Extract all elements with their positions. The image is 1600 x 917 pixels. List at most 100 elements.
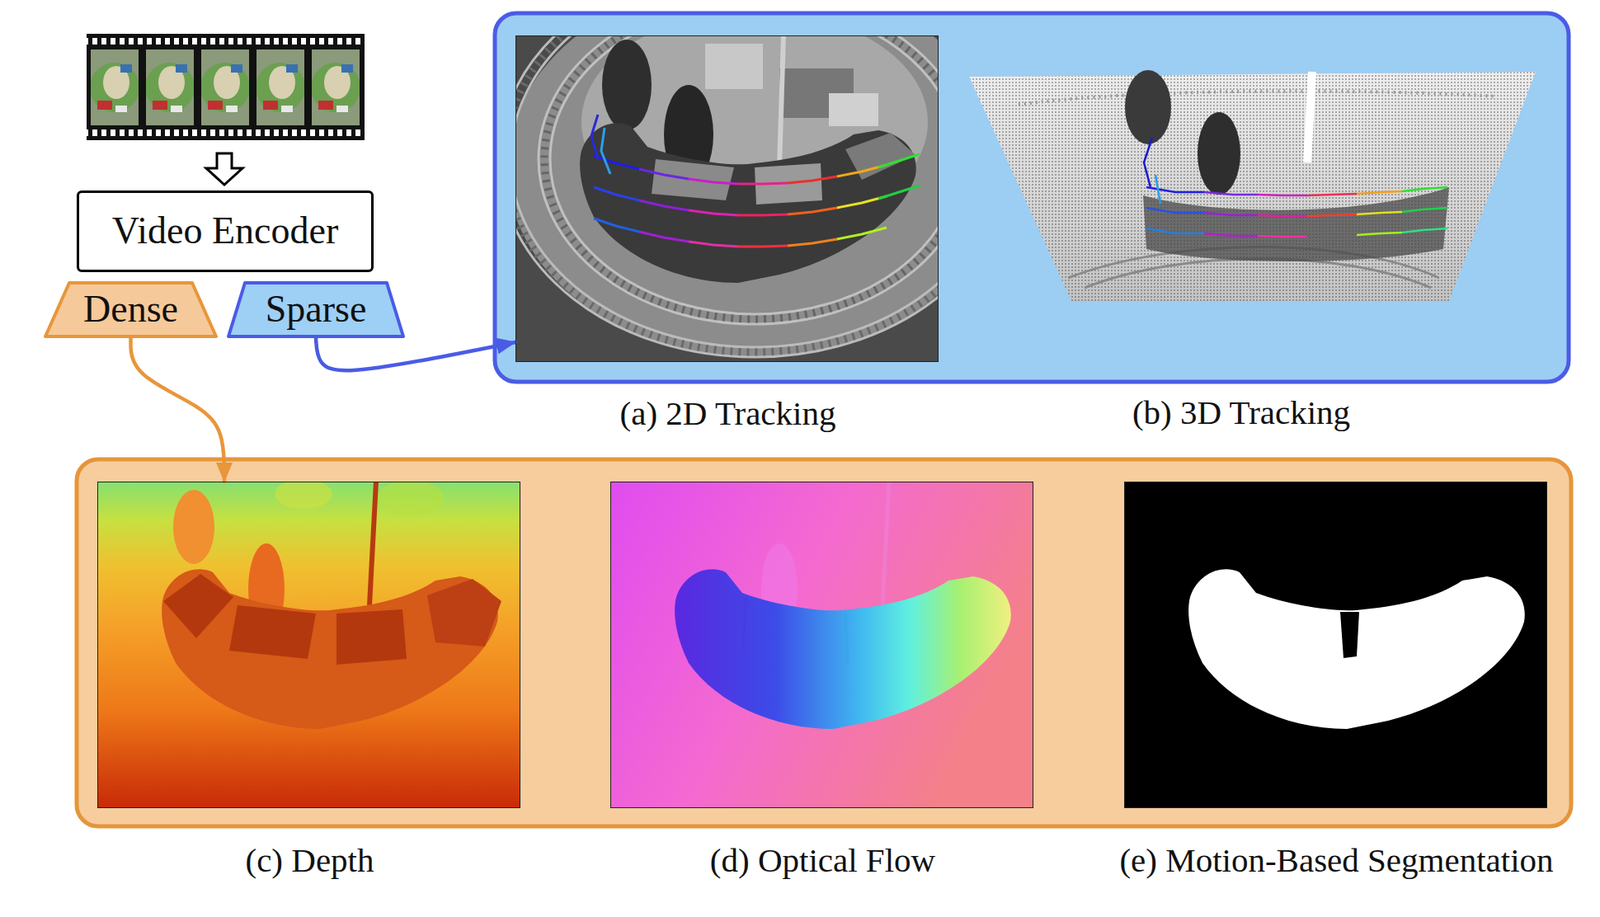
panel-caption: (a) 2D Tracking [620,394,837,433]
tracking-image-part-part-part [601,127,611,175]
tracking-image-part-part-part [878,185,920,199]
trapezoid-outline [228,282,404,337]
point-cloud-image-part-part [1143,137,1153,188]
point-cloud-image-part-part [1146,207,1205,213]
node-label: Dense [83,287,179,332]
segmentation-image-part-part [1340,611,1360,659]
tracking-image-part-part-part [593,155,640,170]
tracking-image-part-part [544,35,939,320]
flow-image [610,481,1034,809]
tracking-image-part-part-part [593,218,640,232]
tracking-image-part-part-part [639,200,689,211]
tracking-image [498,0,1011,363]
caption-holder: (a) 2D Tracking [620,394,837,433]
point-cloud-image [969,70,1536,302]
flow-image-part-part [845,611,848,665]
depth-image-part-part [377,481,444,517]
point-cloud-image-part-part [1307,193,1357,196]
depth-image-part [97,481,521,809]
depth-image-part-part [274,481,333,509]
tracking-image-part-part [779,35,784,168]
segmentation-image-part-part [1188,569,1525,730]
tracking-image-part-part [515,35,939,358]
tracking-image-part-part-part [639,231,689,242]
segmentation-image-part-part [1124,481,1548,809]
flow-image-part-part [674,569,1012,730]
tracking-image-part-part-part [593,187,640,201]
tracking-image-part-part-part [738,245,788,247]
point-cloud-image-part-part [1146,187,1205,193]
tracking-image-part-part-part [738,183,788,184]
image-frame: (e) Motion-Based Segmentation [1124,481,1548,809]
film-strip-part [86,37,365,45]
node-label: Sparse [265,287,368,332]
tracking-image-part-part [705,43,763,90]
point-cloud-image-part [969,71,1536,302]
depth-image-part-part [369,481,377,606]
depth-image-part-part [97,481,521,809]
tracking-image-part-part [515,35,939,353]
depth-image-part-part [427,578,502,647]
depth-image [97,479,521,809]
point-cloud-image-part-part [1257,194,1308,196]
point-cloud-image-part-part [1402,228,1448,233]
tracking-image-part-part-part [688,241,739,247]
tracking-image-part-part-part [591,114,598,160]
point-cloud-image-part-part [1155,174,1161,204]
point-cloud-image-part [1143,187,1450,262]
tracking-image-part-part [579,122,917,283]
point-cloud-image-part [1307,71,1313,163]
flow-image-part-part [882,481,890,606]
point-cloud-image-part-part [1257,235,1308,237]
tracking-image-part-part-part [688,210,739,216]
point-cloud-image-part-part [1402,207,1448,212]
point-cloud-image-part-part [1356,191,1403,194]
point-cloud-image-part [969,71,1536,302]
film-strip [86,33,365,141]
point-cloud-image-part [1018,90,1497,105]
point-cloud-image-part-part [1204,212,1258,216]
flow-image-part-part [610,481,1034,809]
tracking-image-part [515,35,939,363]
tracking-image-part-part-part [688,178,739,184]
tracking-image-part-part [550,35,939,315]
film-strip-part [86,33,365,141]
depth-image-part-part [163,574,234,639]
point-cloud-image-part [1143,137,1448,237]
image-frame: (c) Depth [97,481,521,809]
point-cloud-image-part [1197,112,1241,195]
point-cloud-image-part-part [1146,228,1205,234]
film-strip-part [89,49,140,126]
trapezoid-outline [45,282,217,337]
panel-caption: (e) Motion-Based Segmentation [1119,841,1553,880]
tracking-image-part-part [591,114,920,247]
tracking-image-part-part-part [787,207,838,215]
tracking-image-part-part-part [837,227,887,240]
tracking-image-part-part-part [787,176,838,184]
dense-panel [76,459,1572,827]
point-cloud-image-part [1084,258,1431,288]
caption-holder: (c) Depth [245,841,375,880]
flow-arrow [131,338,226,482]
image-frame: (d) Optical Flow [610,481,1034,809]
encoder-box: Video Encoder [76,190,374,273]
caption-holder: (b) 3D Tracking [1132,393,1351,433]
tracking-image-part-part [602,39,652,131]
point-cloud-image-part-part [1307,214,1357,217]
dense-head: Dense [43,281,218,339]
tracking-image-part-part-part [639,169,689,179]
caption-holder: (e) Motion-Based Segmentation [1119,841,1553,880]
image-frame: (a) 2D Tracking [515,35,939,363]
flow-image-part [610,481,1034,809]
tracking-image-part-part [828,93,879,127]
panel-caption: (d) Optical Flow [710,841,936,880]
segmentation-image-part [1124,481,1548,809]
film-strip-part [86,129,365,137]
caption-holder: (d) Optical Flow [710,841,936,880]
film-strip-part [200,49,250,126]
tracking-image-part-part [515,35,939,348]
film-strip-part [255,49,306,126]
tracking-image-part-part [538,35,939,325]
